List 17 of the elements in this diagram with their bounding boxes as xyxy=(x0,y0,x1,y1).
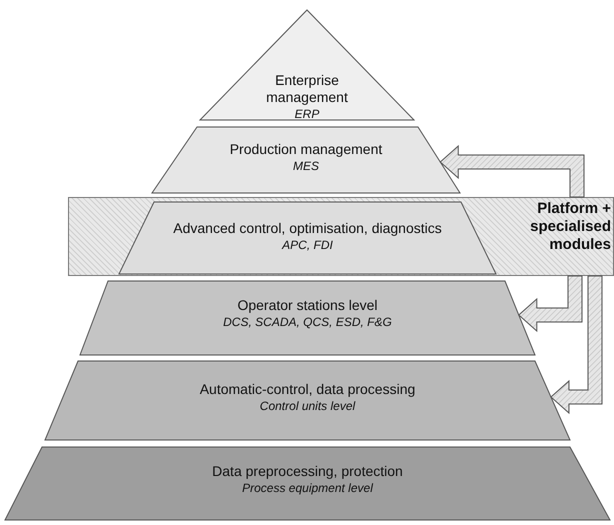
platform-band xyxy=(68,197,614,276)
block-arrow xyxy=(440,144,584,198)
level-title: Data preprocessing, protection xyxy=(212,463,403,480)
level-subtitle: DCS, SCADA, QCS, ESD, F&G xyxy=(223,314,392,330)
level-title: Operator stations level xyxy=(237,297,378,314)
block-arrow xyxy=(518,276,582,332)
level-subtitle: MES xyxy=(292,158,319,174)
level-subtitle: ERP xyxy=(294,106,320,122)
level-subtitle: APC, FDI xyxy=(282,237,333,253)
level-title: Automatic-control, data processing xyxy=(200,381,416,398)
level-title: Enterprise management xyxy=(265,72,349,106)
level-title: Production management xyxy=(230,141,382,158)
level-subtitle: Control units level xyxy=(260,398,356,414)
level-subtitle: Process equipment level xyxy=(242,480,373,496)
block-arrow xyxy=(550,276,602,414)
level-title: Advanced control, optimisation, diagnostics xyxy=(173,220,442,237)
band-label: Platform + specialised modules xyxy=(529,200,611,254)
